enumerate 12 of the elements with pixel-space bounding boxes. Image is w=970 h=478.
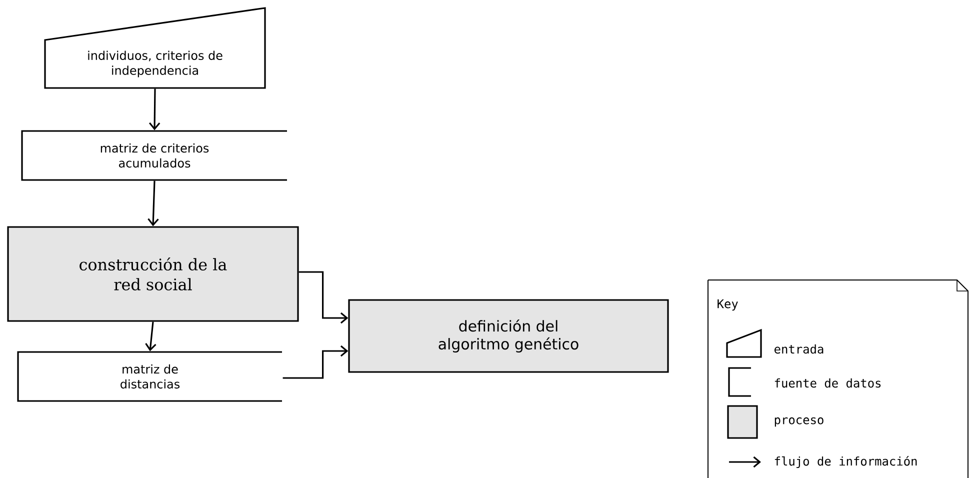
legend-label: entrada <box>774 344 824 354</box>
arrow <box>148 88 160 130</box>
arrow <box>298 271 348 324</box>
arrow <box>148 180 159 226</box>
legend-title: Key <box>718 299 738 311</box>
process-box: definición del algoritmo genético <box>348 299 669 373</box>
arrow <box>282 345 348 379</box>
legend-label: proceso <box>774 417 824 427</box>
legend-label: flujo de información <box>774 456 917 468</box>
process-box: construcción de la red social <box>7 226 299 322</box>
arrow <box>145 322 156 352</box>
legend-label: fuente de datos <box>774 378 881 388</box>
